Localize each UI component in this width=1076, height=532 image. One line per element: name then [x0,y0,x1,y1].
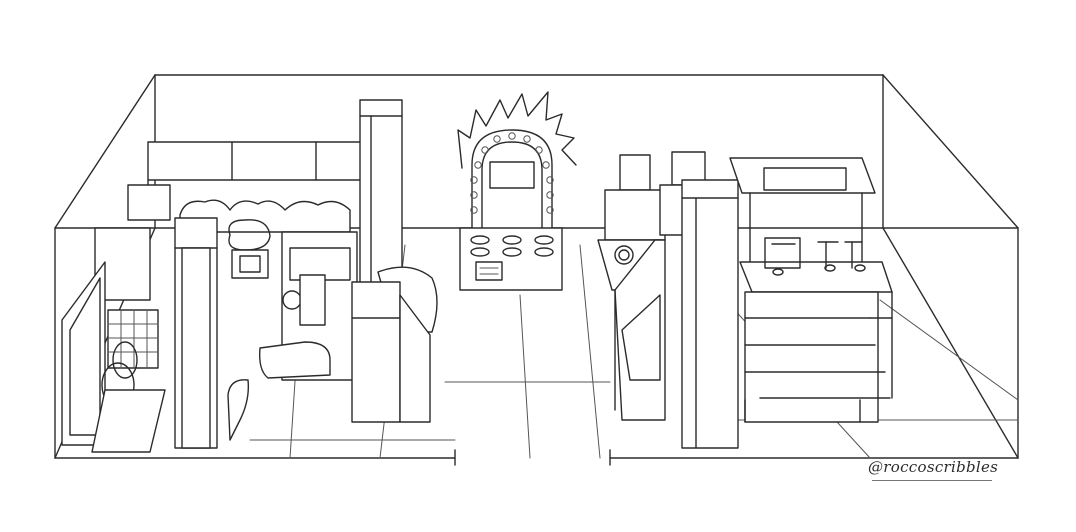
claw-machines [147,141,363,279]
prize-counter [729,157,893,423]
signature-underline [872,480,992,481]
right-booth [614,239,666,421]
center-pillar [359,99,403,299]
booth-game [351,266,438,423]
artist-signature: @roccoscribbles [868,458,999,476]
left-cabinet [61,184,171,453]
right-pillar [681,179,739,449]
racing-game [227,231,358,441]
marquee-game [457,91,577,291]
left-pillar [174,217,218,449]
